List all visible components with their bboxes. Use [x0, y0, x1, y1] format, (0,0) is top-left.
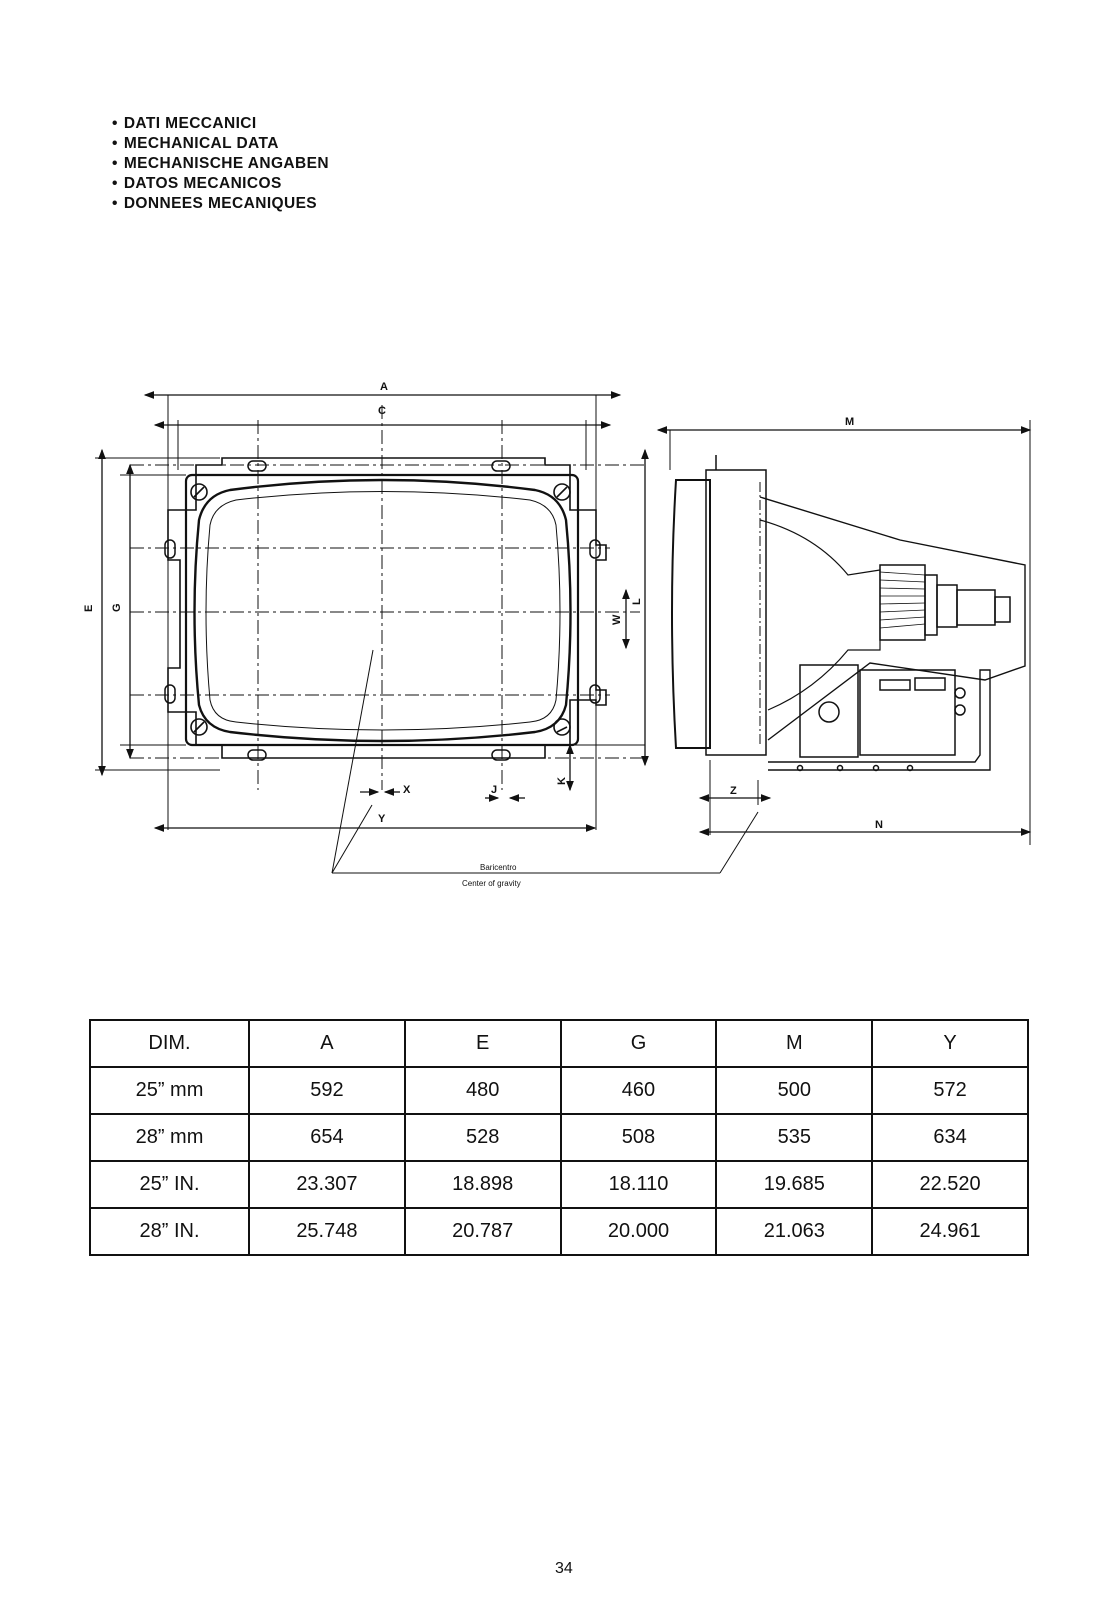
cell-y: 634: [871, 1113, 1029, 1162]
row-label: 25” mm: [89, 1066, 250, 1115]
label-z: Z: [730, 785, 737, 797]
label-n: N: [875, 819, 883, 831]
header-m: M: [715, 1019, 874, 1068]
label-l: L: [631, 598, 643, 605]
heading-german: MECHANISCHE ANGABEN: [112, 154, 329, 174]
heading-italian: DATI MECCANICI: [112, 114, 329, 134]
header-a: A: [248, 1019, 406, 1068]
cell-e: 528: [403, 1113, 562, 1162]
label-a: A: [380, 381, 388, 393]
header-e: E: [403, 1019, 562, 1068]
table-row: 28” IN. 25.748 20.787 20.000 21.063 24.9…: [89, 1207, 1029, 1256]
cell-g: 508: [559, 1113, 718, 1162]
cell-a: 654: [248, 1113, 406, 1162]
cell-m: 19.685: [715, 1160, 874, 1209]
cell-y: 572: [871, 1066, 1029, 1115]
row-label: 28” mm: [89, 1113, 250, 1162]
page-number: 34: [555, 1560, 573, 1577]
cell-g: 18.110: [559, 1160, 718, 1209]
cell-m: 500: [715, 1066, 874, 1115]
heading-french: DONNEES MECANIQUES: [112, 194, 329, 214]
heading-english: MECHANICAL DATA: [112, 134, 329, 154]
front-dimension-labels: A C E G L W K X J Y: [83, 381, 643, 825]
row-label: 25” IN.: [89, 1160, 250, 1209]
label-x: X: [403, 784, 411, 796]
header-y: Y: [871, 1019, 1029, 1068]
cell-g: 460: [559, 1066, 718, 1115]
header-g: G: [559, 1019, 718, 1068]
cell-m: 21.063: [715, 1207, 874, 1256]
cell-m: 535: [715, 1113, 874, 1162]
row-label: 28” IN.: [89, 1207, 250, 1256]
label-w: W: [611, 614, 623, 625]
table-row: 28” mm 654 528 508 535 634: [89, 1113, 1029, 1162]
cell-a: 25.748: [248, 1207, 406, 1256]
label-m: M: [845, 416, 854, 428]
cell-y: 24.961: [871, 1207, 1029, 1256]
side-view: [656, 420, 1032, 845]
label-g: G: [111, 603, 123, 612]
cell-y: 22.520: [871, 1160, 1029, 1209]
cell-a: 23.307: [248, 1160, 406, 1209]
section-headings: DATI MECCANICI MECHANICAL DATA MECHANISC…: [112, 114, 329, 214]
label-c: C: [378, 405, 386, 417]
table-row: 25” mm 592 480 460 500 572: [89, 1066, 1029, 1115]
gravity-callout: Baricentro Center of gravity: [462, 863, 521, 888]
label-j: J: [491, 784, 497, 796]
table-row: 25” IN. 23.307 18.898 18.110 19.685 22.5…: [89, 1160, 1029, 1209]
label-e: E: [83, 605, 95, 612]
mechanical-drawing: A C E G L W K X J Y Baricentro Center of…: [83, 381, 1032, 888]
cell-g: 20.000: [559, 1207, 718, 1256]
label-y: Y: [378, 813, 386, 825]
callout-english: Center of gravity: [462, 879, 521, 888]
cell-e: 480: [403, 1066, 562, 1115]
cell-a: 592: [248, 1066, 406, 1115]
front-view: [95, 391, 759, 874]
side-dimension-labels: M N Z: [730, 416, 883, 831]
dimensions-table: DIM. A E G M Y 25” mm 592 480 460 500 57…: [89, 1019, 1029, 1256]
label-k: K: [556, 777, 568, 785]
heading-spanish: DATOS MECANICOS: [112, 174, 329, 194]
cell-e: 20.787: [403, 1207, 562, 1256]
cell-e: 18.898: [403, 1160, 562, 1209]
table-header-row: DIM. A E G M Y: [89, 1019, 1029, 1068]
header-dim: DIM.: [89, 1019, 250, 1068]
callout-italian: Baricentro: [480, 863, 517, 872]
